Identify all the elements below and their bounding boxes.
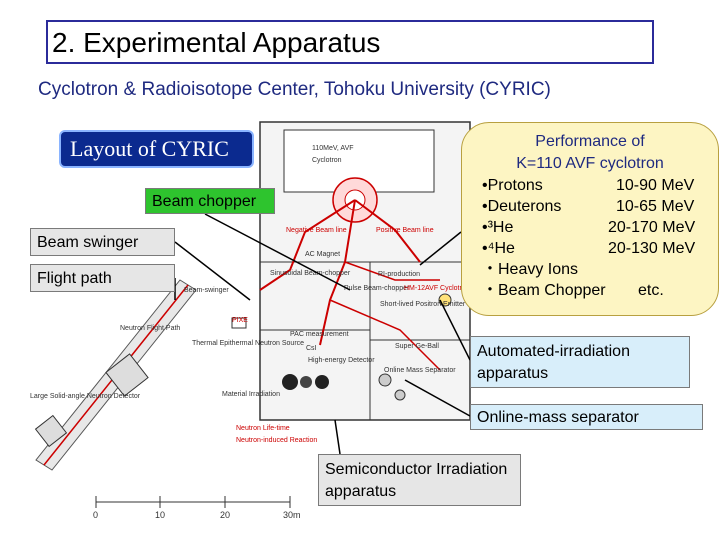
fp-neutron-flight: Neutron Flight Path	[120, 325, 180, 332]
fp-beam-swinger: Beam-swinger	[184, 287, 229, 294]
performance-subheading: K=110 AVF cyclotron	[516, 155, 664, 172]
fp-large-solid: Large Solid-angle Neutron Detector	[30, 393, 141, 400]
performance-panel: Performance of K=110 AVF cyclotron •Prot…	[461, 122, 719, 316]
fp-negative-beam: Negative Beam line	[286, 227, 347, 234]
fp-short-lived: Short-lived Positron Emitter	[380, 301, 466, 308]
fp-super-ge: Super Ge-Ball	[395, 343, 439, 350]
callout-semiconductor-irradiation: Semiconductor Irradiation apparatus	[318, 454, 521, 506]
layout-label: Layout of CYRIC	[59, 130, 254, 168]
scale-label-30: 30m	[283, 510, 301, 520]
fp-cyclotron: Cyclotron	[312, 157, 342, 164]
callout-flight-path: Flight path	[30, 264, 175, 292]
connector-beam-swinger	[174, 241, 251, 301]
fp-pulse-chopper: Pulse Beam-chopper	[344, 285, 410, 292]
fp-ac-magnet: AC Magnet	[305, 251, 340, 258]
fp-online-mass: Online Mass Separator	[384, 367, 456, 374]
page-title: 2. Experimental Apparatus	[52, 27, 381, 58]
scale-label-20: 20	[220, 510, 230, 520]
callout-online-mass-separator: Online-mass separator	[470, 404, 703, 430]
connector-automated	[439, 299, 471, 361]
perf-row-label: •³He	[482, 219, 514, 236]
perf-row-value: etc.	[638, 282, 664, 299]
page-subtitle: Cyclotron & Radioisotope Center, Tohoku …	[38, 79, 551, 100]
perf-row-value: 20-130 MeV	[608, 240, 696, 257]
perf-row-label: ・Beam Chopper	[482, 282, 606, 299]
fp-neutron-lifetime: Neutron Life-time	[236, 425, 290, 432]
connector-beam-chopper	[204, 213, 351, 291]
fp-hm12: HM-12AVF Cyclotron	[404, 285, 470, 292]
connector-performance	[419, 231, 462, 266]
fp-neutron-induced: Neutron-induced Reaction	[236, 437, 317, 444]
fp-thermal: Thermal Epithermal Neutron Source	[192, 340, 304, 347]
fp-ri-production: RI-production	[378, 271, 420, 278]
fp-pixe: PIXE	[232, 317, 248, 324]
callout-automated-irradiation: Automated-irradiation apparatus	[470, 336, 690, 388]
fp-pac: PAC measurement	[290, 331, 349, 338]
performance-heading: Performance of	[535, 133, 645, 150]
fp-cyclotron-header: 110MeV, AVF	[312, 145, 354, 152]
scale-label-0: 0	[93, 510, 98, 520]
perf-row-value: 20-170 MeV	[608, 219, 696, 236]
fp-positive-beam: Positive Beam line	[376, 227, 434, 234]
connector-semiconductor	[334, 419, 341, 455]
perf-row-label: •Deuterons	[482, 198, 562, 215]
connector-online-mass	[404, 379, 471, 417]
callout-beam-swinger: Beam swinger	[30, 228, 175, 256]
perf-row-value: 10-90 MeV	[616, 177, 695, 194]
scale-label-10: 10	[155, 510, 165, 520]
fp-sinusoidal: Sinusoidal Beam-chopper	[270, 270, 351, 277]
fp-high-energy: High-energy Detector	[308, 357, 375, 364]
fp-csi: CsI	[306, 345, 317, 352]
perf-row-value: 10-65 MeV	[616, 198, 695, 215]
title-frame	[46, 20, 654, 64]
fp-material: Material Irradiation	[222, 391, 280, 398]
perf-row-label: •⁴He	[482, 240, 515, 257]
perf-row-label: •Protons	[482, 177, 543, 194]
callout-beam-chopper: Beam chopper	[145, 188, 275, 214]
perf-row-label: ・Heavy Ions	[482, 261, 579, 278]
